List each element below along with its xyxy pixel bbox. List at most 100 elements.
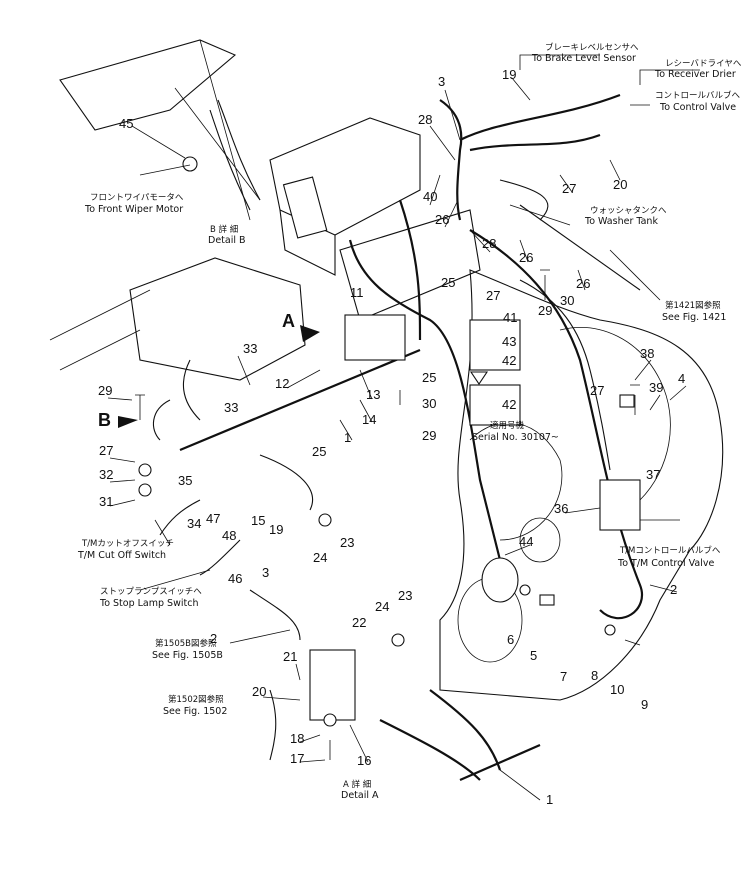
part-number: 32	[99, 467, 113, 482]
part-number: 40	[423, 189, 437, 204]
part-number: 29	[538, 303, 552, 318]
part-number: 41	[503, 310, 517, 325]
control-valve-en: To Control Valve	[659, 102, 736, 113]
part-number: 10	[610, 682, 624, 697]
connector	[539, 594, 555, 606]
part-number: 43	[502, 334, 516, 349]
part-number: 20	[613, 177, 627, 192]
part-number: 31	[99, 494, 113, 509]
part-number: 30	[560, 293, 574, 308]
part-number: 33	[243, 341, 257, 356]
part-number: 2	[210, 631, 217, 646]
part-number: 19	[502, 67, 516, 82]
harness-wires	[152, 93, 643, 782]
leader-lines	[107, 77, 687, 801]
part-number: 23	[340, 535, 354, 550]
detail-a-en: Detail A	[341, 790, 379, 801]
view-marker-a: A	[282, 311, 295, 331]
washer	[604, 624, 616, 636]
bolt-head	[318, 513, 332, 527]
clamp-detail-box	[469, 319, 521, 371]
grommet	[182, 156, 198, 172]
cab-outline	[49, 39, 481, 381]
part-number: 16	[357, 753, 371, 768]
washer-tank-en: To Washer Tank	[584, 216, 658, 227]
annotations: フロントワイパモータへ To Front Wiper Motor B 詳 細 D…	[77, 42, 742, 801]
part-number: 20	[252, 684, 266, 699]
fig1505b-jp: 第1505B図参照	[155, 638, 217, 649]
part-number: 19	[269, 522, 283, 537]
fig1502-en: See Fig. 1502	[163, 706, 227, 717]
part-number: 22	[352, 615, 366, 630]
part-number: 27	[590, 383, 604, 398]
fig1505b-en: See Fig. 1505B	[152, 650, 223, 661]
part-number: 38	[640, 346, 654, 361]
brake-level-en: To Brake Level Sensor	[531, 53, 636, 64]
part-number: 13	[366, 387, 380, 402]
bolt-head	[391, 633, 405, 647]
part-number: 25	[422, 370, 436, 385]
part-number: 37	[646, 467, 660, 482]
part-number: 4	[678, 371, 685, 386]
part-number: 42	[502, 397, 516, 412]
detail-a-jp: A 詳 細	[343, 779, 371, 790]
tm-control-valve-en: To T/M Control Valve	[617, 558, 714, 569]
part-number: 29	[98, 383, 112, 398]
serial-jp: 適用号機	[490, 420, 525, 431]
stop-lamp-en: To Stop Lamp Switch	[99, 598, 198, 609]
part-number: 26	[435, 212, 449, 227]
front-wiper-jp: フロントワイパモータへ	[90, 193, 184, 203]
washer-tank-jp: ウォッシャタンクへ	[590, 206, 667, 216]
part-number: 3	[262, 565, 269, 580]
receiver-drier-en: To Receiver Drier	[654, 69, 736, 80]
part-number: 36	[554, 501, 568, 516]
part-number: 9	[641, 697, 648, 712]
junction-block	[344, 314, 406, 361]
connector	[619, 394, 635, 408]
part-number: 11	[350, 285, 364, 300]
part-number: 33	[224, 400, 238, 415]
part-number: 34	[187, 516, 201, 531]
part-number: 25	[312, 444, 326, 459]
part-number: 30	[422, 396, 436, 411]
part-number: 45	[119, 116, 133, 131]
bracket	[309, 649, 356, 721]
washer	[519, 584, 531, 596]
part-number: 15	[251, 513, 265, 528]
part-number: 47	[206, 511, 220, 526]
part-number: 48	[222, 528, 236, 543]
connector-block	[599, 479, 641, 531]
part-number: 26	[576, 276, 590, 291]
detail-b-jp: B 詳 細	[210, 224, 238, 235]
part-number: 21	[283, 649, 297, 664]
part-number: 7	[560, 669, 567, 684]
part-number: 1	[344, 430, 351, 445]
tm-cut-off-en: T/M Cut Off Switch	[77, 550, 166, 561]
part-number: 5	[530, 648, 537, 663]
part-number: 8	[591, 668, 598, 683]
part-number: 23	[398, 588, 412, 603]
washer-tank	[481, 557, 519, 603]
part-callouts: 45 3 19 28 40 26 27 20 28 26 26 25 27 11…	[98, 67, 685, 807]
part-number: 24	[313, 550, 327, 565]
part-number: 1	[546, 792, 553, 807]
part-number: 6	[507, 632, 514, 647]
detail-b-en: Detail B	[208, 235, 246, 246]
part-number: 2	[670, 582, 677, 597]
part-number: 25	[441, 275, 455, 290]
receiver-drier-jp: レシーバドライヤへ	[665, 59, 742, 69]
part-number: 3	[438, 74, 445, 89]
part-number: 18	[290, 731, 304, 746]
part-number: 27	[99, 443, 113, 458]
brake-level-jp: ブレーキレベルセンサへ	[545, 42, 639, 53]
part-number: 42	[502, 353, 516, 368]
fig1502-jp: 第1502図参照	[168, 694, 224, 705]
tm-cut-off-jp: T/Mカットオフスイッチ	[81, 539, 174, 549]
part-number: 29	[422, 428, 436, 443]
washer	[323, 713, 337, 727]
control-valve-jp: コントロールバルブへ	[655, 90, 741, 101]
nut	[138, 463, 152, 477]
part-number: 39	[649, 380, 663, 395]
nut	[138, 483, 152, 497]
fig1421-en: See Fig. 1421	[662, 312, 726, 323]
